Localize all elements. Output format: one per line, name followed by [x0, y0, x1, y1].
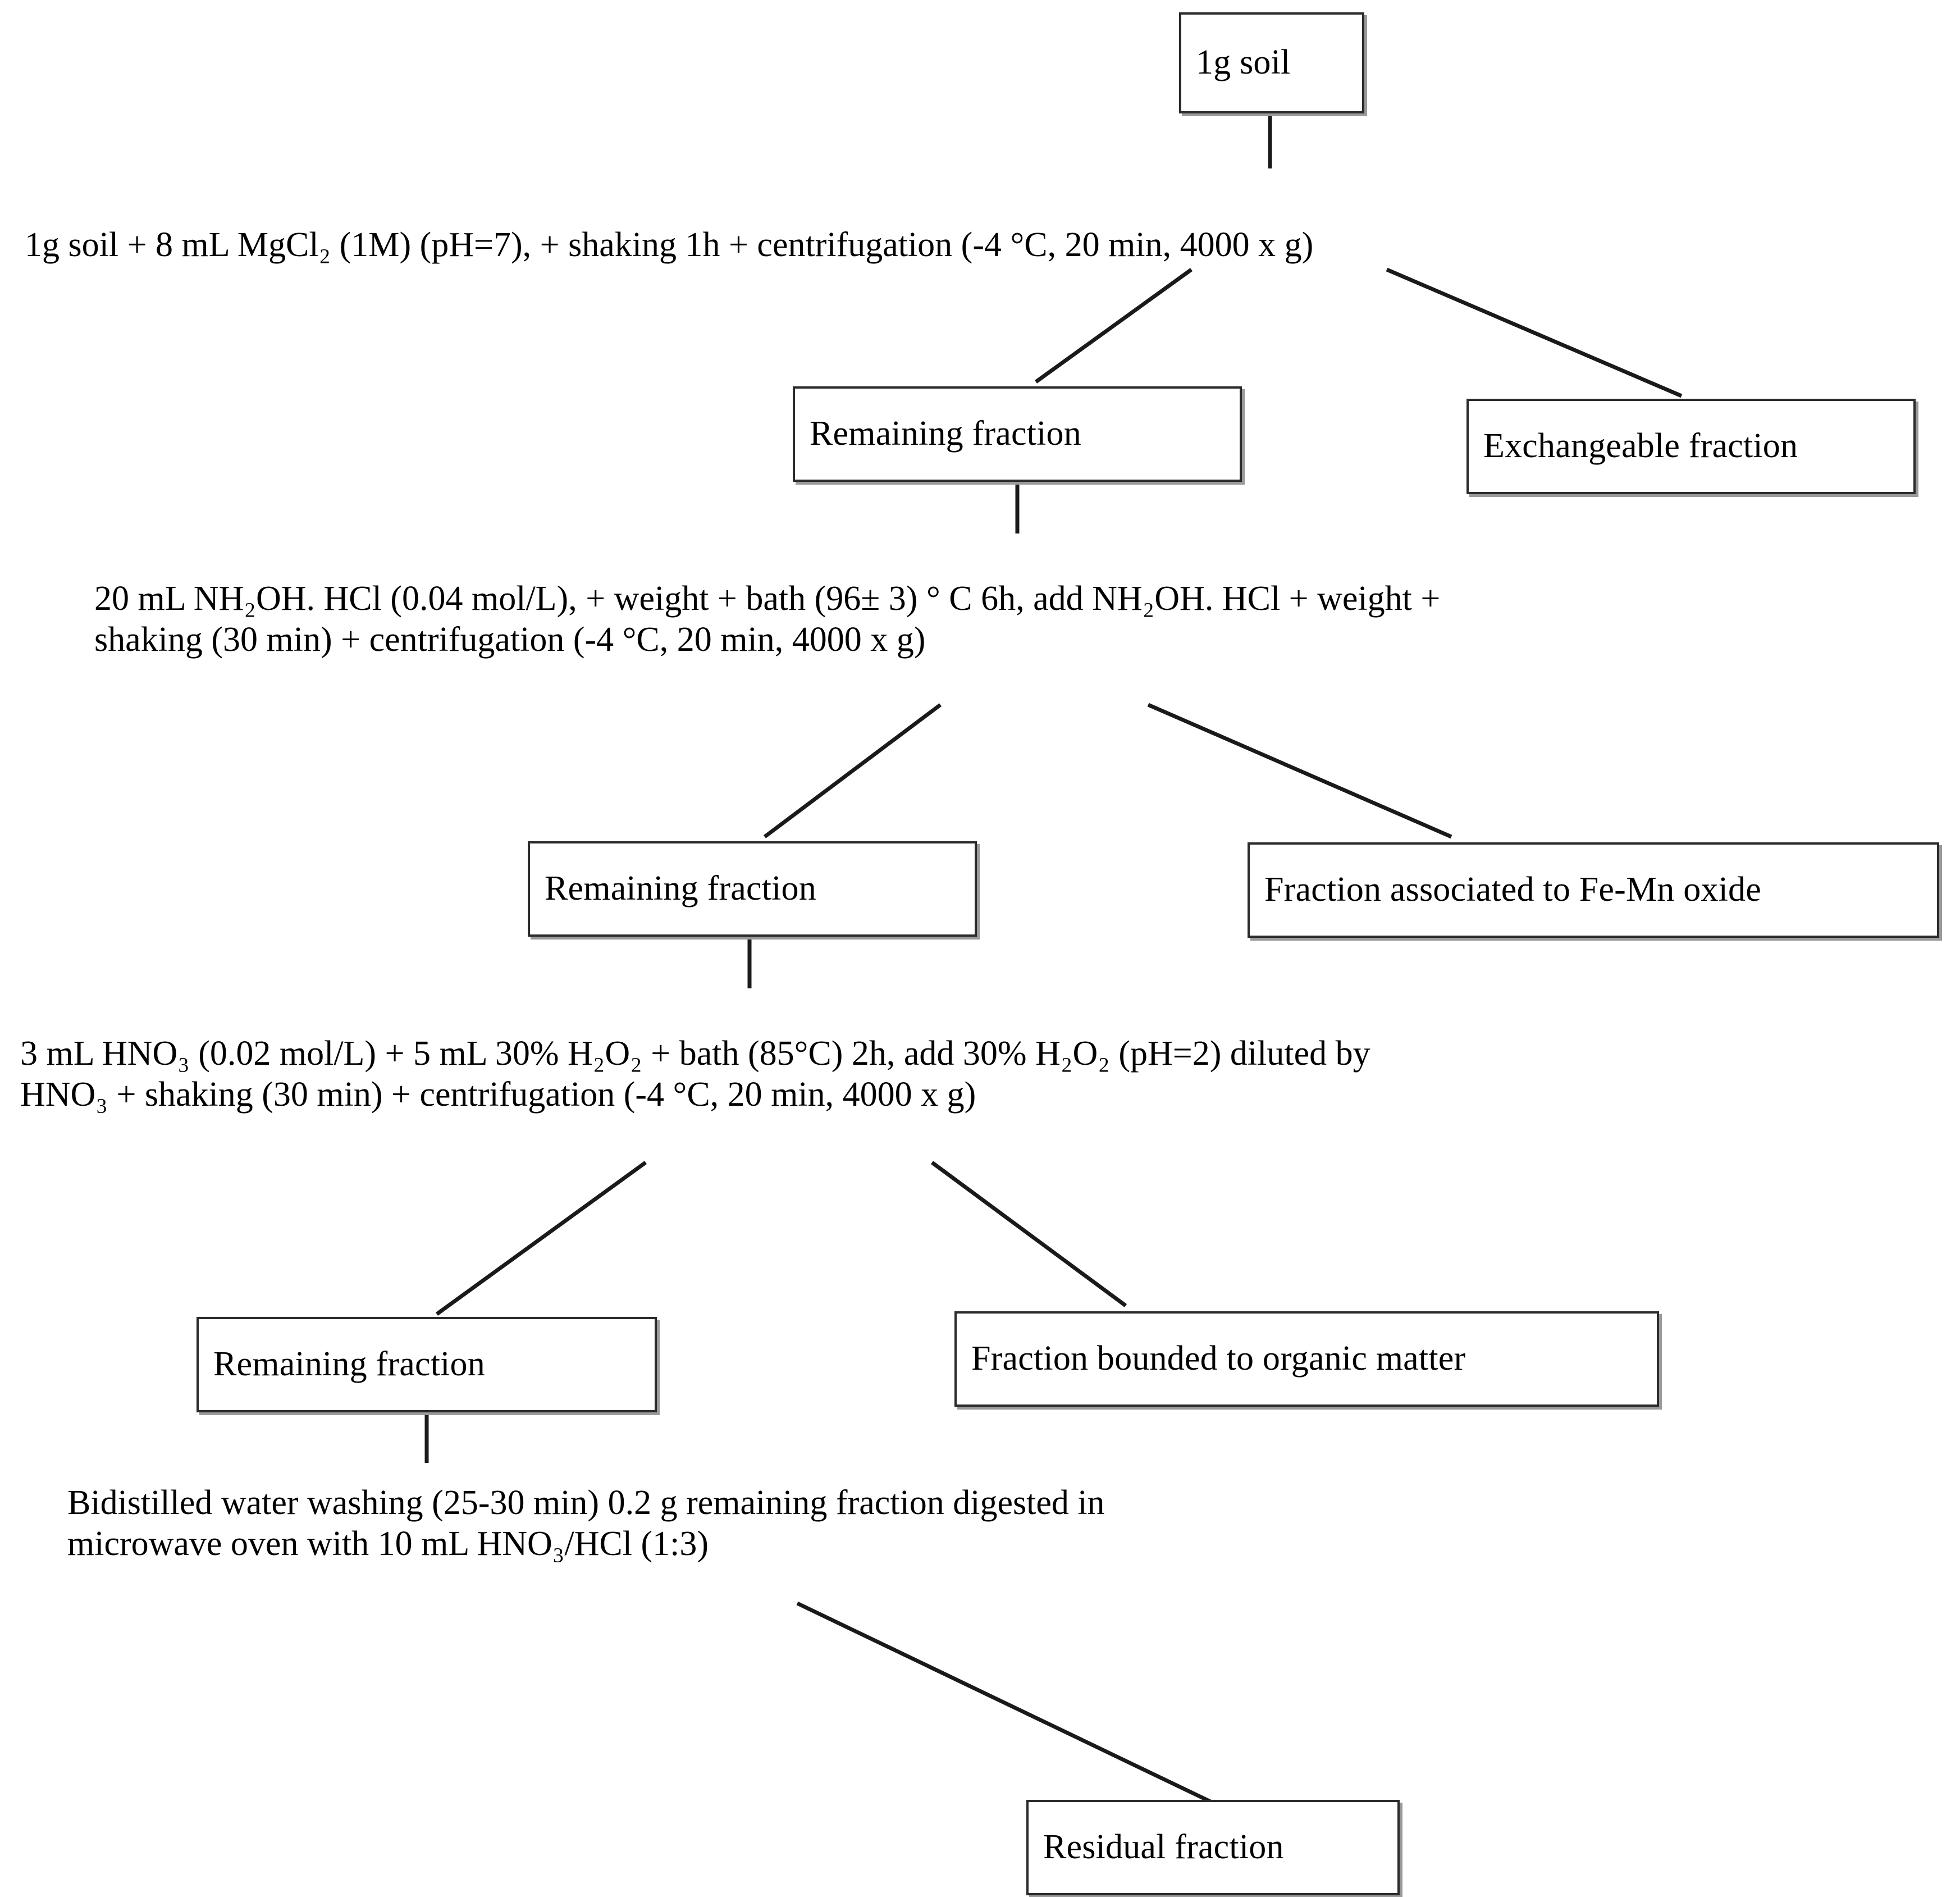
node-remaining-fraction-1-label: Remaining fraction — [810, 414, 1081, 453]
step-4-line-2: microwave oven with 10 mL HNO₃/HCl (1:3) — [67, 1525, 709, 1563]
connector-step1-to-remaining1 — [1034, 268, 1193, 384]
node-remaining-fraction-3[interactable]: Remaining fraction — [197, 1317, 657, 1412]
node-femn-oxide-fraction[interactable]: Fraction associated to Fe-Mn oxide — [1248, 842, 1939, 938]
node-remaining-fraction-2-label: Remaining fraction — [545, 869, 816, 908]
connector-step3-to-organic — [930, 1161, 1127, 1307]
node-exchangeable-fraction-label: Exchangeable fraction — [1483, 427, 1798, 466]
connector-step1-to-exchangeable — [1386, 267, 1683, 398]
step-2-text: 20 mL NH₂OH. HCl (0.04 mol/L), + weight … — [94, 578, 1919, 660]
connector-step2-to-femn — [1147, 703, 1452, 839]
node-remaining-fraction-3-label: Remaining fraction — [213, 1345, 485, 1384]
connector-step2-to-remaining2 — [763, 703, 942, 838]
step-1-line-1: 1g soil + 8 mL MgCl₂ (1M) (pH=7), + shak… — [25, 226, 1314, 264]
node-organic-matter-fraction-label: Fraction bounded to organic matter — [971, 1339, 1466, 1378]
step-3-line-2: HNO₃ + shaking (30 min) + centrifugation… — [20, 1075, 976, 1114]
node-residual-fraction[interactable]: Residual fraction — [1026, 1800, 1400, 1895]
connector-step3-to-remaining3 — [435, 1161, 647, 1316]
step-2-line-1: 20 mL NH₂OH. HCl (0.04 mol/L), + weight … — [94, 580, 1441, 618]
node-femn-oxide-fraction-label: Fraction associated to Fe-Mn oxide — [1264, 870, 1761, 909]
connector-step4-to-residual — [796, 1601, 1214, 1805]
step-3-line-1: 3 mL HNO₃ (0.02 mol/L) + 5 mL 30% H₂O₂ +… — [20, 1034, 1370, 1073]
node-remaining-fraction-1[interactable]: Remaining fraction — [793, 386, 1242, 482]
node-exchangeable-fraction[interactable]: Exchangeable fraction — [1466, 399, 1916, 494]
step-2-line-2: shaking (30 min) + centrifugation (-4 °C… — [94, 621, 926, 659]
step-4-text: Bidistilled water washing (25-30 min) 0.… — [67, 1483, 1538, 1565]
step-4-line-1: Bidistilled water washing (25-30 min) 0.… — [67, 1484, 1105, 1522]
step-3-text: 3 mL HNO₃ (0.02 mol/L) + 5 mL 30% H₂O₂ +… — [20, 1033, 1918, 1115]
node-remaining-fraction-2[interactable]: Remaining fraction — [528, 841, 977, 937]
node-start-label: 1g soil — [1196, 43, 1291, 82]
node-residual-fraction-label: Residual fraction — [1043, 1828, 1284, 1867]
node-start[interactable]: 1g soil — [1179, 12, 1364, 113]
step-1-text: 1g soil + 8 mL MgCl₂ (1M) (pH=7), + shak… — [25, 225, 1934, 266]
node-organic-matter-fraction[interactable]: Fraction bounded to organic matter — [954, 1311, 1659, 1407]
